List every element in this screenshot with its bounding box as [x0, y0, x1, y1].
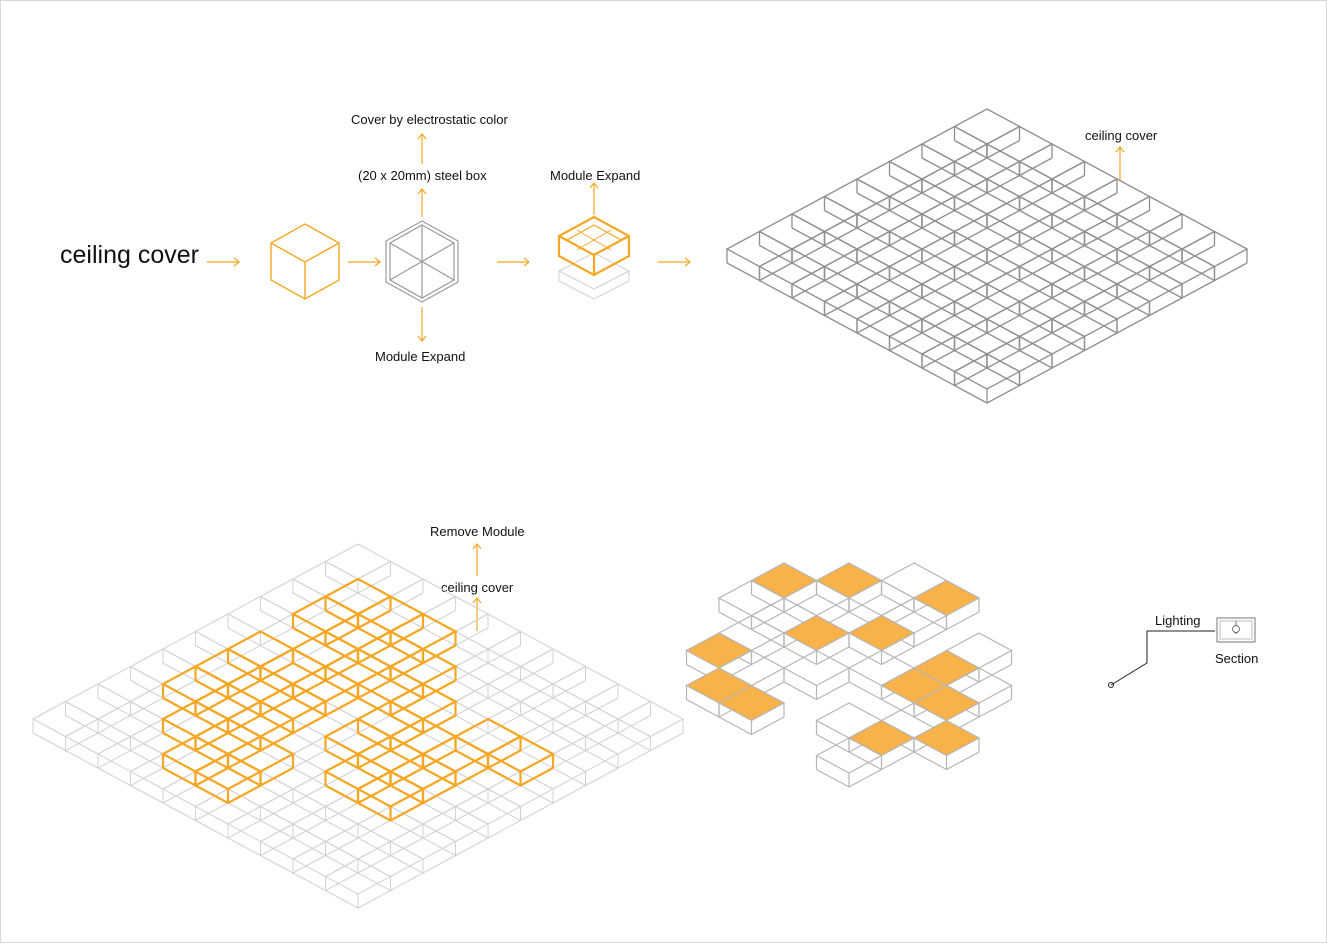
grid-cell-removed [324, 858, 392, 909]
ceiling-cover-label-3: ceiling cover [441, 580, 514, 595]
steel-box-frame [385, 220, 459, 303]
lit-module [847, 614, 916, 666]
arrow-up-icon [589, 182, 599, 215]
cover-electrostatic-label: Cover by electrostatic color [351, 112, 508, 127]
lit-module [717, 684, 786, 736]
lit-module [782, 614, 851, 666]
module-expand-up-label: Module Expand [550, 168, 641, 183]
module [717, 579, 786, 631]
lighting-leader-line [1108, 630, 1215, 688]
arrow-up-icon [417, 133, 427, 164]
cube-icon [270, 223, 340, 300]
remove-module-label: Remove Module [430, 524, 525, 539]
bulb-icon [1232, 621, 1240, 634]
ceiling-cover-title: ceiling cover [60, 241, 199, 269]
arrow-right-icon [348, 257, 381, 267]
module-expand-down-label: Module Expand [375, 349, 466, 364]
arrow-up-icon [472, 543, 482, 576]
grid-cell-kept [355, 770, 426, 822]
arrow-down-icon [417, 307, 427, 342]
arrow-up-icon [417, 188, 427, 217]
arrow-up-icon [1115, 146, 1125, 181]
arrow-right-icon [497, 257, 530, 267]
lit-module [912, 719, 981, 771]
module-expand-frame [557, 215, 631, 300]
module [815, 737, 883, 788]
arrow-right-icon [207, 257, 240, 267]
grid-cell-kept [485, 735, 556, 787]
section-label: Section [1215, 651, 1259, 666]
ceiling-cover-label-2: ceiling cover [1085, 128, 1158, 143]
arrow-up-icon [472, 597, 482, 631]
grid-cell-kept [193, 752, 263, 805]
module [782, 649, 851, 701]
lighting-label: Lighting [1155, 613, 1201, 628]
arrow-right-icon [658, 257, 691, 267]
grid-cell [953, 353, 1021, 404]
steel-box-label: (20 x 20mm) steel box [358, 168, 487, 183]
